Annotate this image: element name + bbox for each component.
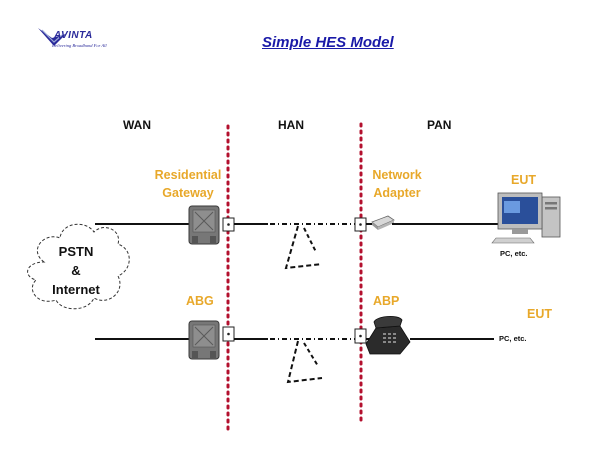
residential-gateway-label-line2: Gateway <box>162 186 214 200</box>
cloud-label-line3: Internet <box>52 282 100 297</box>
eut-label-top: EUT <box>511 173 536 187</box>
avinta-logo-mark <box>38 28 66 46</box>
residential-gateway-label-line1: Residential <box>154 168 222 182</box>
abg-device <box>188 320 220 360</box>
page-title: Simple HES Model <box>262 34 394 51</box>
telephone-icon <box>365 316 411 355</box>
han-label: HAN <box>278 118 304 132</box>
pstn-internet-label: PSTN & Internet <box>48 242 104 299</box>
cloud-label-line1: PSTN <box>58 244 94 259</box>
eut-label-bottom: EUT <box>527 307 552 321</box>
network-adapter-label: Network Adapter <box>358 166 436 202</box>
pc-label-top: PC, etc. <box>500 249 528 258</box>
pstn-internet-cloud <box>27 223 130 310</box>
pc-computer-icon <box>491 192 561 244</box>
abg-label: ABG <box>186 294 214 308</box>
network-adapter-label-line2: Adapter <box>373 186 421 200</box>
residential-gateway-label: Residential Gateway <box>142 166 234 202</box>
residential-gateway-device <box>188 205 220 245</box>
network-adapter-device <box>371 215 395 230</box>
wan-label: WAN <box>123 118 151 132</box>
pan-label: PAN <box>427 118 452 132</box>
han-wiring-bottom <box>234 338 356 384</box>
abp-label: ABP <box>373 294 400 308</box>
avinta-logo <box>36 26 106 52</box>
cloud-shape <box>27 223 130 310</box>
pc-label-bottom: PC, etc. <box>499 334 527 343</box>
cloud-label-line2: & <box>71 263 81 278</box>
han-wiring-top <box>234 223 356 270</box>
network-adapter-label-line1: Network <box>372 168 422 182</box>
logo-name: AVINTA <box>54 30 93 41</box>
logo-tagline: Delivering Broadband For All <box>52 43 107 48</box>
